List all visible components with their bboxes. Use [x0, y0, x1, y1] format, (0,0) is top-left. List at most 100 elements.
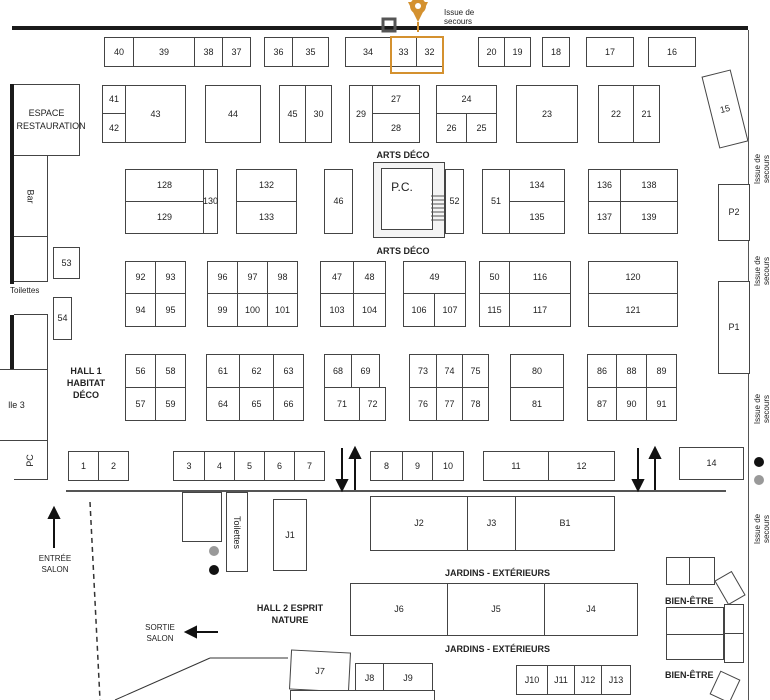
stand-88[interactable]: 88 — [616, 354, 647, 388]
stand-15[interactable]: 15 — [701, 69, 749, 149]
stand-9[interactable]: 9 — [402, 451, 433, 481]
stand-43[interactable]: 43 — [125, 85, 186, 143]
stand-62[interactable]: 62 — [239, 354, 274, 388]
stand-65[interactable]: 65 — [239, 387, 274, 421]
stand-J5[interactable]: J5 — [447, 583, 545, 636]
stand-95[interactable]: 95 — [155, 293, 186, 327]
stand-56[interactable]: 56 — [125, 354, 156, 388]
stand-J11[interactable]: J11 — [547, 665, 575, 695]
stand-49[interactable]: 49 — [403, 261, 466, 294]
stand-46[interactable]: 46 — [324, 169, 353, 234]
stand-103[interactable]: 103 — [320, 293, 354, 327]
stand-91[interactable]: 91 — [646, 387, 677, 421]
stand-J12[interactable]: J12 — [574, 665, 602, 695]
stand-J8[interactable]: J8 — [355, 663, 384, 693]
stand-J6[interactable]: J6 — [350, 583, 448, 636]
stand-40[interactable]: 40 — [104, 37, 134, 67]
stand-22[interactable]: 22 — [598, 85, 634, 143]
stand-138[interactable]: 138 — [620, 169, 678, 202]
stand-78[interactable]: 78 — [462, 387, 489, 421]
stand-120[interactable]: 120 — [588, 261, 678, 294]
stand-J9[interactable]: J9 — [383, 663, 433, 693]
stand-58[interactable]: 58 — [155, 354, 186, 388]
stand-104[interactable]: 104 — [353, 293, 386, 327]
stand-J4[interactable]: J4 — [544, 583, 638, 636]
stand-89[interactable]: 89 — [646, 354, 677, 388]
stand-99[interactable]: 99 — [207, 293, 238, 327]
stand-94[interactable]: 94 — [125, 293, 156, 327]
stand-72[interactable]: 72 — [359, 387, 386, 421]
stand-115[interactable]: 115 — [479, 293, 510, 327]
stand-132[interactable]: 132 — [236, 169, 297, 202]
stand-136[interactable]: 136 — [588, 169, 621, 202]
stand-3[interactable]: 3 — [173, 451, 205, 481]
stand-14[interactable]: 14 — [679, 447, 744, 480]
stand-73[interactable]: 73 — [409, 354, 437, 388]
stand-75[interactable]: 75 — [462, 354, 489, 388]
stand-19[interactable]: 19 — [504, 37, 531, 67]
stand-18[interactable]: 18 — [542, 37, 570, 67]
stand-121[interactable]: 121 — [588, 293, 678, 327]
stand-6[interactable]: 6 — [264, 451, 295, 481]
stand-69[interactable]: 69 — [351, 354, 380, 388]
stand-1[interactable]: 1 — [68, 451, 99, 481]
stand-68[interactable]: 68 — [324, 354, 352, 388]
stand-97[interactable]: 97 — [237, 261, 268, 294]
stand-20[interactable]: 20 — [478, 37, 505, 67]
stand-137[interactable]: 137 — [588, 201, 621, 234]
stand-2[interactable]: 2 — [98, 451, 129, 481]
stand-24[interactable]: 24 — [436, 85, 497, 114]
stand-J10[interactable]: J10 — [516, 665, 548, 695]
stand-5[interactable]: 5 — [234, 451, 265, 481]
stand-106[interactable]: 106 — [403, 293, 435, 327]
stand-30[interactable]: 30 — [305, 85, 332, 143]
stand-133[interactable]: 133 — [236, 201, 297, 234]
stand-37[interactable]: 37 — [222, 37, 251, 67]
stand-27[interactable]: 27 — [372, 85, 420, 114]
stand-52[interactable]: 52 — [445, 169, 464, 234]
stand-J3[interactable]: J3 — [467, 496, 516, 551]
stand-98[interactable]: 98 — [267, 261, 298, 294]
stand-92[interactable]: 92 — [125, 261, 156, 294]
stand-74[interactable]: 74 — [436, 354, 463, 388]
stand-80[interactable]: 80 — [510, 354, 564, 388]
stand-96[interactable]: 96 — [207, 261, 238, 294]
stand-36[interactable]: 36 — [264, 37, 293, 67]
stand-J2[interactable]: J2 — [370, 496, 468, 551]
stand-50[interactable]: 50 — [479, 261, 510, 294]
stand-135[interactable]: 135 — [509, 201, 565, 234]
stand-16[interactable]: 16 — [648, 37, 696, 67]
stand-J13[interactable]: J13 — [601, 665, 631, 695]
stand-34[interactable]: 34 — [345, 37, 391, 67]
stand-38[interactable]: 38 — [194, 37, 223, 67]
stand-129[interactable]: 129 — [125, 201, 204, 234]
stand-4[interactable]: 4 — [204, 451, 235, 481]
stand-P2[interactable]: P2 — [718, 184, 750, 241]
stand-71[interactable]: 71 — [324, 387, 360, 421]
stand-86[interactable]: 86 — [587, 354, 617, 388]
stand-81[interactable]: 81 — [510, 387, 564, 421]
stand-25[interactable]: 25 — [466, 113, 497, 143]
stand-139[interactable]: 139 — [620, 201, 678, 234]
stand-B1[interactable]: B1 — [515, 496, 615, 551]
stand-P1[interactable]: P1 — [718, 281, 750, 374]
stand-26[interactable]: 26 — [436, 113, 467, 143]
stand-12[interactable]: 12 — [548, 451, 615, 481]
stand-41[interactable]: 41 — [102, 85, 126, 114]
stand-100[interactable]: 100 — [237, 293, 268, 327]
stand-90[interactable]: 90 — [616, 387, 647, 421]
stand-117[interactable]: 117 — [509, 293, 571, 327]
stand-61[interactable]: 61 — [206, 354, 240, 388]
stand-21[interactable]: 21 — [633, 85, 660, 143]
stand-76[interactable]: 76 — [409, 387, 437, 421]
stand-101[interactable]: 101 — [267, 293, 298, 327]
stand-7[interactable]: 7 — [294, 451, 325, 481]
stand-87[interactable]: 87 — [587, 387, 617, 421]
stand-54[interactable]: 54 — [53, 297, 72, 340]
stand-59[interactable]: 59 — [155, 387, 186, 421]
stand-64[interactable]: 64 — [206, 387, 240, 421]
stand-10[interactable]: 10 — [432, 451, 464, 481]
stand-42[interactable]: 42 — [102, 113, 126, 143]
stand-77[interactable]: 77 — [436, 387, 463, 421]
stand-134[interactable]: 134 — [509, 169, 565, 202]
